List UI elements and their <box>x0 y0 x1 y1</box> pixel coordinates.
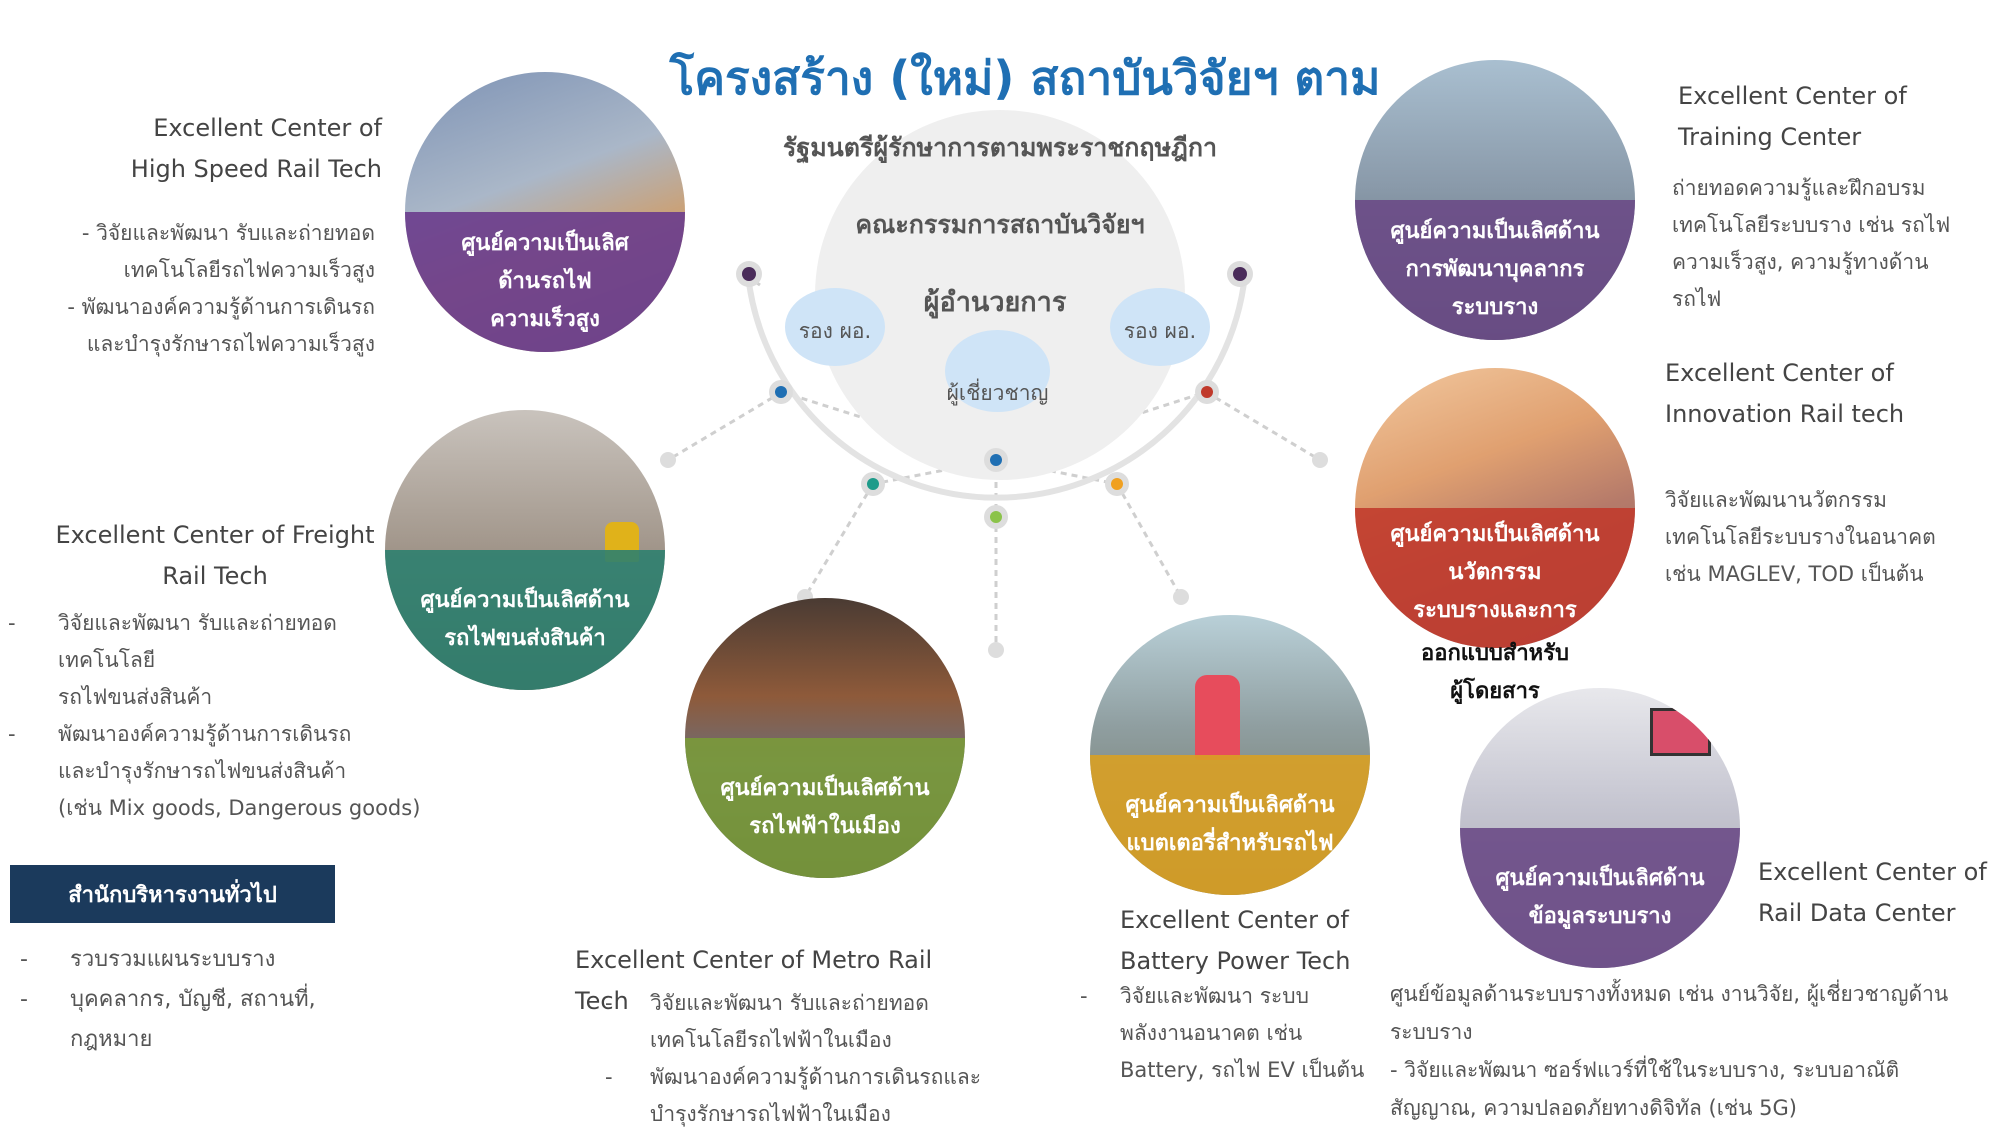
metro-desc: -วิจัยและพัฒนา รับและถ่ายทอด เทคโนโลยีรถ… <box>605 991 982 1126</box>
node-dot <box>660 452 676 468</box>
expert-label: ผู้เชี่ยวชาญ <box>946 381 1049 405</box>
hsr-desc: - วิจัยและพัฒนา รับและถ่ายทอด เทคโนโลยีร… <box>67 221 375 356</box>
freight-band: ศูนย์ความเป็นเลิศด้าน รถไฟขนส่งสินค้า <box>385 550 665 690</box>
training-en-label: Excellent Center of Training Center <box>1678 82 1907 151</box>
committee-label: คณะกรรมการสถาบันวิจัยฯ <box>855 210 1145 239</box>
battery-band: ศูนย์ความเป็นเลิศด้าน แบตเตอรี่สำหรับรถไ… <box>1090 755 1370 895</box>
metro-en-label: Excellent Center of Metro Rail Tech <box>575 946 933 1015</box>
hsr-band: ศูนย์ความเป็นเลิศ ด้านรถไฟ ความเร็วสูง <box>405 212 685 352</box>
innovation-en-label: Excellent Center of Innovation Rail tech <box>1665 359 1905 428</box>
data-en-label: Excellent Center of Rail Data Center <box>1758 858 1987 927</box>
innovation-circle: ศูนย์ความเป็นเลิศด้าน นวัตกรรม ระบบรางแล… <box>1355 368 1635 648</box>
deputy-left-bubble <box>785 288 885 366</box>
minister-label: รัฐมนตรีผู้รักษาการตามพระราชกฤษฎีกา <box>782 133 1218 162</box>
metro-band: ศูนย์ความเป็นเลิศด้าน รถไฟฟ้าในเมือง <box>685 738 965 878</box>
data-desc: ศูนย์ข้อมูลด้านระบบรางทั้งหมด เช่น งานวิ… <box>1390 982 1949 1120</box>
data-band: ศูนย์ความเป็นเลิศด้าน ข้อมูลระบบราง <box>1460 828 1740 968</box>
node-dot <box>1312 452 1328 468</box>
node-dot <box>988 642 1004 658</box>
director-label: ผู้อำนวยการ <box>923 287 1067 318</box>
training-desc: ถ่ายทอดความรู้และฝึกอบรม เทคโนโลยีระบบรา… <box>1672 176 1951 311</box>
innovation-band-overflow: ออกแบบสำหรับ ผู้โดยสาร <box>1421 641 1569 704</box>
admin-office-box: สำนักบริหารงานทั่วไป <box>10 865 335 923</box>
data-circle: ศูนย์ความเป็นเลิศด้าน ข้อมูลระบบราง <box>1460 688 1740 968</box>
node-dot <box>990 454 1002 466</box>
admin-list: -รวบรวมแผนระบบราง -บุคคลากร, บัญชี, สถาน… <box>20 940 380 1060</box>
deputy-left-label: รอง ผอ. <box>798 319 872 343</box>
node-dot <box>1173 589 1189 605</box>
node-dot <box>990 511 1002 523</box>
node-dot <box>742 267 756 281</box>
list-item: -บุคคลากร, บัญชี, สถานที่, <box>20 987 316 1012</box>
innovation-band: ศูนย์ความเป็นเลิศด้าน นวัตกรรม ระบบรางแล… <box>1355 508 1635 648</box>
freight-desc: -วิจัยและพัฒนา รับและถ่ายทอดเทคโนโลยี รถ… <box>8 611 421 820</box>
org-circle <box>815 110 1185 480</box>
node-dot <box>775 386 787 398</box>
freight-en-label: Excellent Center of Freight Rail Tech <box>55 521 375 590</box>
training-circle: ศูนย์ความเป็นเลิศด้าน การพัฒนาบุคลากร ระ… <box>1355 60 1635 340</box>
battery-en-label: Excellent Center of Battery Power Tech <box>1120 906 1351 975</box>
list-item: กฎหมาย <box>70 1027 153 1052</box>
expert-bubble <box>945 330 1050 412</box>
display-screen-icon <box>1650 708 1711 756</box>
train-icon <box>1195 675 1240 760</box>
list-item: -รวบรวมแผนระบบราง <box>20 947 276 972</box>
deputy-right-label: รอง ผอ. <box>1123 319 1197 343</box>
deputy-right-bubble <box>1110 288 1210 366</box>
innovation-desc: วิจัยและพัฒนานวัตกรรม เทคโนโลยีระบบรางใน… <box>1665 488 1936 586</box>
training-band: ศูนย์ความเป็นเลิศด้าน การพัฒนาบุคลากร ระ… <box>1355 200 1635 340</box>
node-dot <box>1233 267 1247 281</box>
hsr-en-label: Excellent Center of High Speed Rail Tech <box>130 114 382 183</box>
metro-circle: ศูนย์ความเป็นเลิศด้าน รถไฟฟ้าในเมือง <box>685 598 965 878</box>
freight-circle: ศูนย์ความเป็นเลิศด้าน รถไฟขนส่งสินค้า <box>385 410 665 690</box>
node-dot <box>867 478 879 490</box>
node-dot <box>1201 386 1213 398</box>
battery-circle: ศูนย์ความเป็นเลิศด้าน แบตเตอรี่สำหรับรถไ… <box>1090 615 1370 895</box>
hsr-circle: ศูนย์ความเป็นเลิศ ด้านรถไฟ ความเร็วสูง <box>405 72 685 352</box>
battery-desc: -วิจัยและพัฒนา ระบบ พลังงานอนาคต เช่น Ba… <box>1080 984 1365 1082</box>
node-dot <box>1111 478 1123 490</box>
